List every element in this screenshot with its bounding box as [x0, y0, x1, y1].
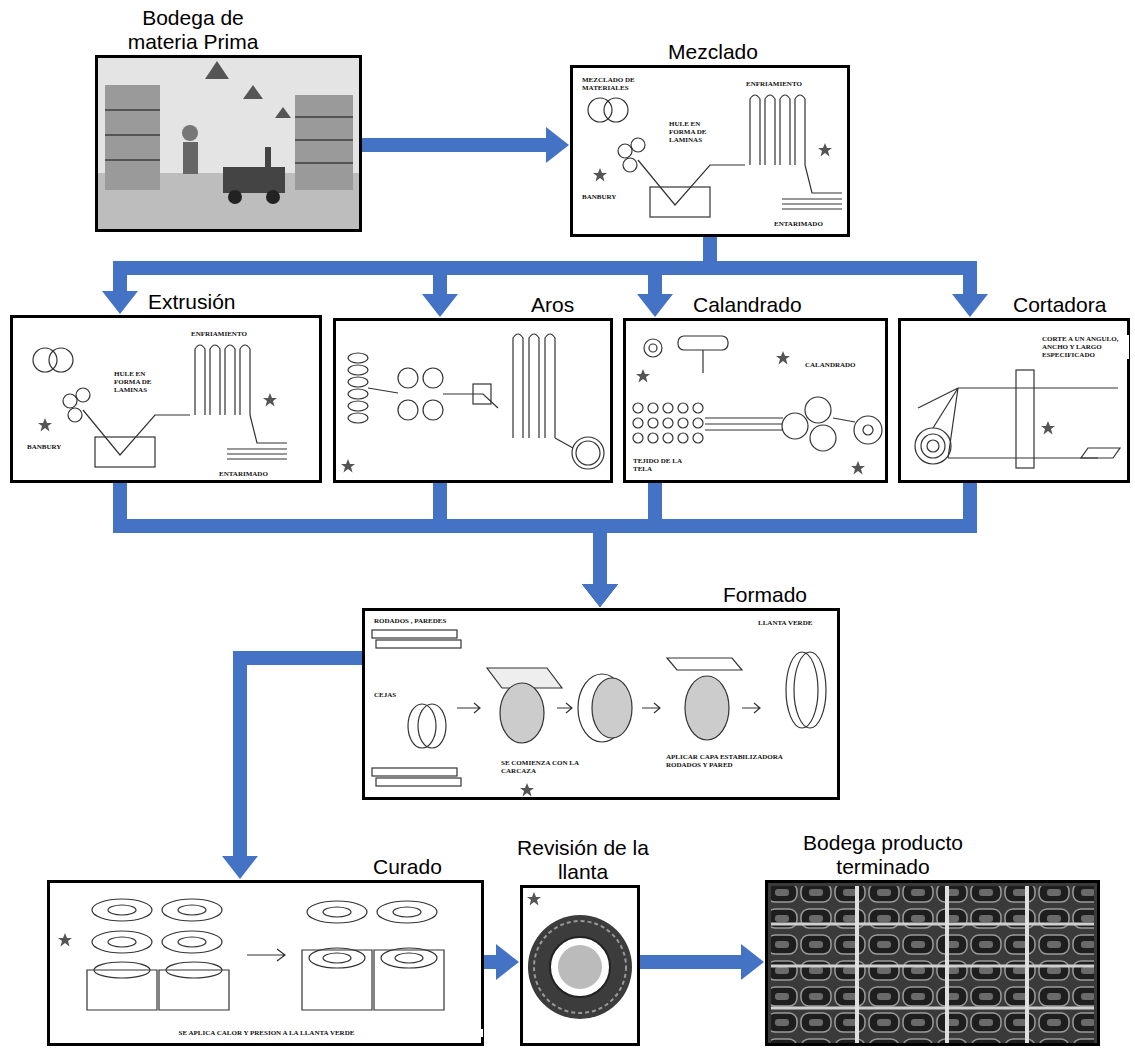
process-box: MezcladoMEZCLADO DE MATERIALESHULE EN FO…	[570, 65, 850, 237]
illustration-label: ENFRIAMIENTO	[190, 330, 267, 338]
flow-arrow	[362, 138, 547, 152]
illustration-label: APLICAR CAPA ESTABILIZADORA RODADOS Y PA…	[665, 753, 787, 769]
step-title: Formado	[723, 583, 843, 607]
flow-arrow	[484, 955, 497, 969]
process-box: Revisión de la llanta	[520, 885, 640, 1046]
process-box: CortadoraCORTE A UN ANGULO, ANCHO Y LARG…	[898, 318, 1130, 483]
illustration-label: TEJIDO DE LA TELA	[632, 457, 689, 473]
illustration-label: SE APLICA CALOR Y PRESION A LA LLANTA VE…	[50, 1029, 483, 1037]
process-box: FormadoRODADOS , PAREDESCEJASSE COMIENZA…	[362, 608, 840, 800]
flow-arrow	[240, 658, 362, 857]
flow-arrow	[640, 955, 742, 969]
process-box: Bodega de materia Prima	[95, 55, 362, 232]
illustration-label: HULE EN FORMA DE LAMINAS	[668, 120, 720, 144]
process-box: Bodega producto terminado	[765, 880, 1100, 1046]
flow-arrow	[440, 237, 710, 295]
flow-arrow	[440, 483, 600, 585]
step-title: Curado	[373, 855, 483, 879]
illustration-label: HULE EN FORMA DE LAMINAS	[113, 370, 165, 394]
illustration-label: CALANDRADO	[804, 361, 876, 369]
step-title: Aros	[531, 293, 611, 317]
illustration-label: CORTE A UN ANGULO, ANCHO Y LARGO ESPECIF…	[1041, 335, 1129, 359]
step-title: Mezclado	[573, 40, 853, 64]
flow-arrow	[600, 483, 970, 585]
illustration-label: MEZCLADO DE MATERIALES	[581, 76, 655, 92]
step-title: Extrusión	[148, 290, 308, 314]
step-title: Bodega de materia Prima	[118, 6, 268, 54]
process-box: CuradoSE APLICA CALOR Y PRESION A LA LLA…	[47, 880, 484, 1046]
flow-arrow	[600, 483, 655, 585]
step-title: Cortadora	[1013, 293, 1131, 317]
illustration-label: LLANTA VERDE	[757, 619, 834, 627]
step-title: Revisión de la llanta	[515, 836, 651, 884]
process-box: ExtrusiónHULE EN FORMA DE LAMINASENFRIAM…	[10, 315, 322, 483]
step-title: Bodega producto terminado	[783, 831, 983, 879]
illustration-label: BANBURY	[26, 443, 78, 451]
illustration-label: ENTARIMADO	[773, 220, 845, 228]
illustration-label: ENTARIMADO	[218, 470, 290, 478]
illustration-label: SE COMIENZA CON LA CARCAZA	[500, 759, 592, 775]
flow-arrow	[655, 237, 710, 295]
flow-arrow	[120, 483, 600, 585]
process-box: CalandradoCALANDRADOTEJIDO DE LA TELA	[623, 318, 888, 483]
process-box: Aros	[333, 318, 613, 483]
illustration-label: ENFRIAMIENTO	[745, 80, 822, 88]
illustration-label: CEJAS	[373, 691, 415, 699]
illustration-label: RODADOS , PAREDES	[373, 617, 485, 625]
illustration-label: BANBURY	[581, 193, 633, 201]
flow-arrow	[710, 237, 970, 295]
step-title: Calandrado	[693, 293, 843, 317]
